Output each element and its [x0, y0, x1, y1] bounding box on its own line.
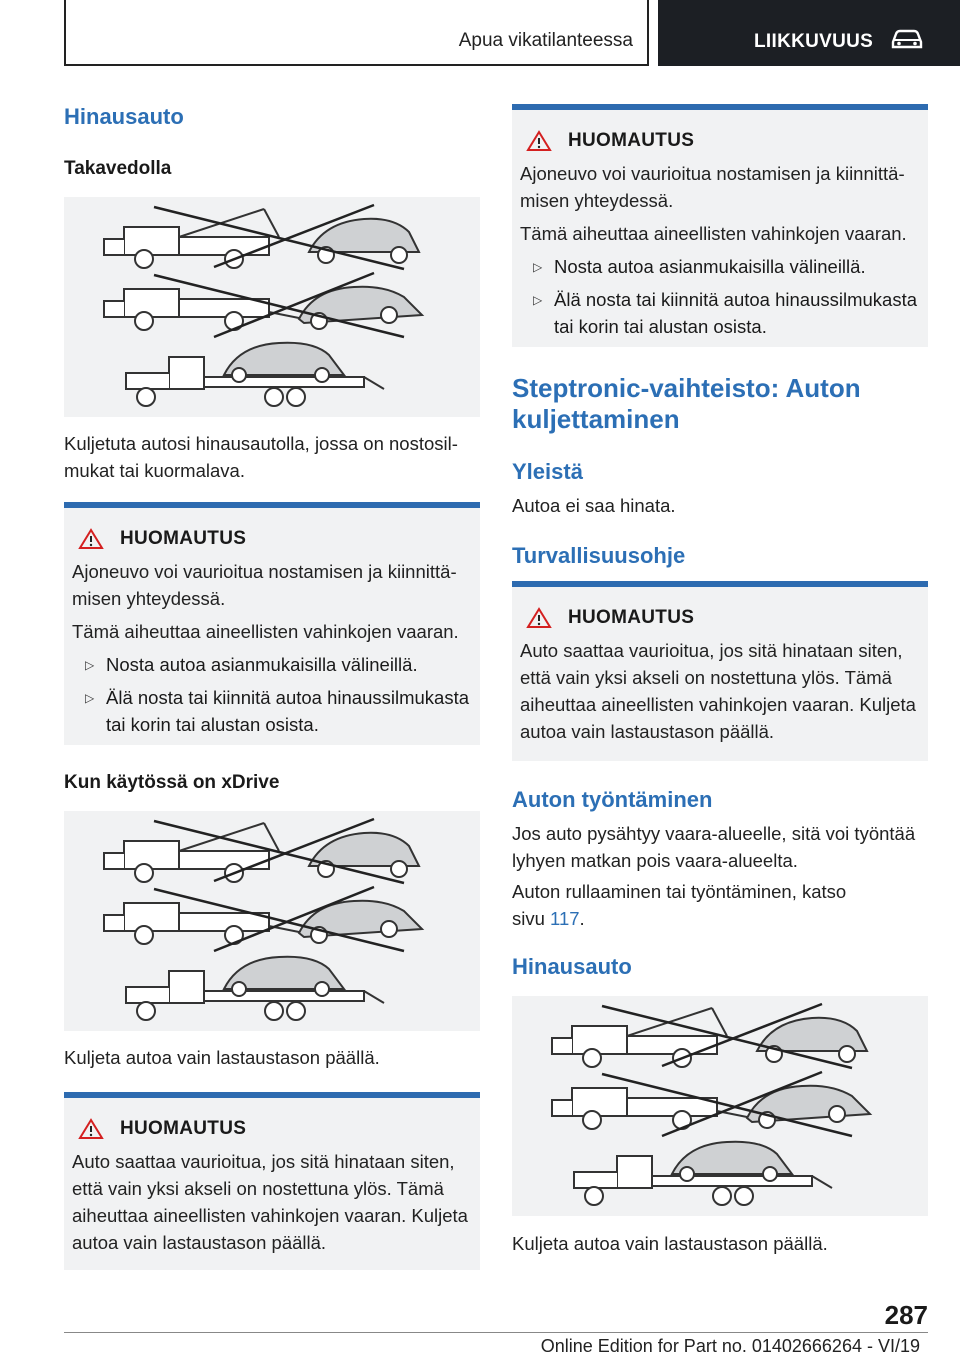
chapter-tab: LIIKKUVUUS	[658, 0, 960, 66]
list-item: ▷Nosta autoa asianmukaisilla välineillä.	[520, 253, 920, 280]
towing-illustration-2	[64, 811, 480, 1031]
notice-title: HUOMAUTUS	[568, 130, 695, 151]
subheading-xdrive: Kun käytössä on xDrive	[64, 772, 280, 793]
warning-icon	[526, 130, 552, 151]
triangle-bullet-icon: ▷	[85, 691, 95, 705]
subheading-safety: Turvallisuusohje	[512, 543, 686, 568]
page-header: Apua vikatilanteessa LIIKKUVUUS	[64, 0, 960, 66]
subheading-pushing: Auton työntäminen	[512, 787, 713, 812]
triangle-bullet-icon: ▷	[533, 293, 543, 307]
notice-title: HUOMAUTUS	[120, 528, 247, 549]
notice-text: Tämä aiheuttaa aineellisten vahinkojen v…	[520, 223, 907, 244]
warning-icon	[526, 607, 552, 628]
subheading-general: Yleistä	[512, 459, 583, 484]
notice-title: HUOMAUTUS	[120, 1118, 247, 1139]
chapter-title: LIIKKUVUUS	[754, 31, 874, 52]
notice-box-2: HUOMAUTUS Auto saattaa vaurioitua, jos s…	[64, 1092, 480, 1270]
car-icon	[891, 29, 923, 49]
notice-title: HUOMAUTUS	[568, 607, 695, 628]
push-reference: Auton rullaaminen tai työntäminen, katso…	[512, 881, 847, 929]
notice-text: Ajoneuvo voi vaurioitua nostamisen ja ki…	[520, 163, 905, 211]
notice-text: Tämä aiheuttaa aineellisten vahinkojen v…	[72, 621, 459, 642]
list-item: ▷Älä nosta tai kiinnitä autoa hinaussilm…	[85, 687, 470, 735]
notice-list: ▷Nosta autoa asianmukaisilla välineillä.…	[72, 651, 472, 738]
edition-text: Online Edition for Part no. 01402666264 …	[540, 1336, 920, 1356]
subheading-tow-truck: Hinausauto	[512, 954, 632, 979]
towing-illustration-3	[512, 996, 928, 1216]
footer-divider	[64, 1332, 928, 1333]
notice-list: ▷Nosta autoa asianmukaisilla välineillä.…	[520, 253, 920, 340]
section-title: Apua vikatilanteessa	[458, 30, 633, 51]
list-item: ▷Älä nosta tai kiinnitä autoa hinaussilm…	[533, 289, 918, 337]
notice-text: Ajoneuvo voi vaurioitua nostamisen ja ki…	[72, 561, 457, 609]
notice-box-safety: HUOMAUTUS Auto saattaa vaurioitua, jos s…	[512, 581, 928, 761]
page-link[interactable]: 117	[550, 908, 580, 929]
notice-text: Auto saattaa vaurioitua, jos sitä hinata…	[72, 1151, 468, 1253]
triangle-bullet-icon: ▷	[85, 658, 95, 672]
caption-2: Kuljeta autoa vain lastaustason päällä.	[64, 1047, 380, 1068]
push-text: Jos auto pysähtyy vaara-alueelle, sitä v…	[512, 823, 916, 871]
general-text: Autoa ei saa hinata.	[512, 495, 676, 516]
notice-text: Auto saattaa vaurioitua, jos sitä hinata…	[520, 640, 916, 742]
warning-icon	[78, 528, 104, 549]
notice-box-0: HUOMAUTUS Ajoneuvo voi vaurioitua nostam…	[512, 104, 928, 347]
subheading-rear-drive: Takavedolla	[64, 158, 172, 179]
section-tab: Apua vikatilanteessa	[64, 0, 649, 66]
caption-1: Kuljetuta autosi hinausautolla, jossa on…	[64, 433, 458, 481]
warning-icon	[78, 1118, 104, 1139]
page-number: 287	[884, 1300, 928, 1330]
triangle-bullet-icon: ▷	[533, 260, 543, 274]
list-item: ▷Nosta autoa asianmukaisilla välineillä.	[72, 651, 472, 678]
caption-tow: Kuljeta autoa vain lastaustason päällä.	[512, 1233, 828, 1254]
towing-illustration-1	[64, 197, 480, 417]
notice-box-1: HUOMAUTUS Ajoneuvo voi vaurioitua nostam…	[64, 502, 480, 745]
heading-steptronic: Steptronic-vaihteisto: Auton kuljettamin…	[512, 373, 861, 434]
heading-tow-truck: Hinausauto	[64, 104, 184, 129]
